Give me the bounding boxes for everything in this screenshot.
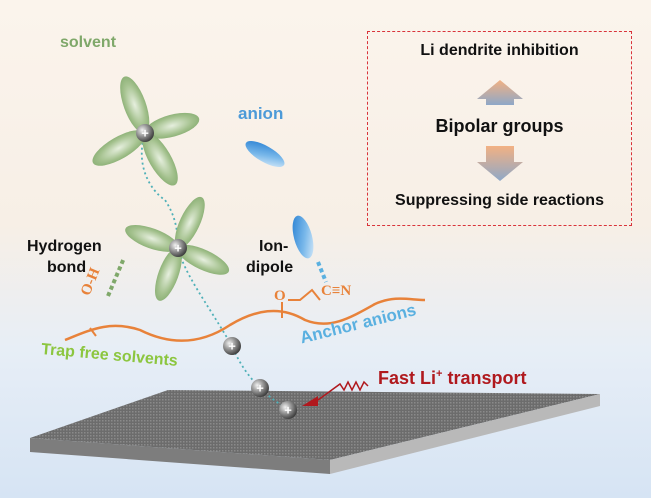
hydrogen-bond-label-line1: Hydrogen <box>27 238 102 255</box>
li-ion: + <box>251 379 269 397</box>
hydrogen-bond-dashes <box>106 257 126 297</box>
hydrogen-bond-label-line2: bond <box>47 259 87 276</box>
ion-dipole-label-line1: Ion- <box>259 238 289 255</box>
effects-box: Li dendrite inhibition Bipolar groups Su… <box>367 31 632 226</box>
li-ion: + <box>223 337 241 355</box>
li-superscript: + <box>436 368 443 380</box>
anion-label: anion <box>238 104 284 123</box>
transport-text: transport <box>442 368 527 388</box>
svg-text:+: + <box>141 126 149 141</box>
up-arrow-icon <box>477 80 523 105</box>
ether-oxygen-label: O <box>274 288 286 304</box>
svg-text:+: + <box>228 339 236 354</box>
bipolar-groups-text: Bipolar groups <box>435 116 564 136</box>
nitrile-label: C≡N <box>321 283 352 299</box>
svg-text:+: + <box>174 241 182 256</box>
svg-text:+: + <box>256 381 264 396</box>
li-transport-path <box>140 132 289 411</box>
nitrile-side-chain <box>281 288 321 318</box>
anion-icon <box>292 215 314 259</box>
oh-side-chain <box>89 327 97 337</box>
fast-li-text: Fast Li <box>378 368 437 388</box>
svg-text:+: + <box>284 403 292 418</box>
solvent-label: solvent <box>60 34 117 51</box>
li-ion: + <box>136 124 154 142</box>
polymer-backbone <box>64 297 426 342</box>
li-dendrite-inhibition-text: Li dendrite inhibition <box>420 42 579 59</box>
electrode-plate <box>30 390 600 474</box>
li-ion: + <box>279 401 297 419</box>
solvent-molecule <box>125 196 230 301</box>
ion-dipole-dashes <box>316 261 328 283</box>
fast-li-transport-label: Fast Li+ transport <box>378 368 526 389</box>
ion-dipole-label-line2: dipole <box>246 259 294 276</box>
li-ion: + <box>169 239 187 257</box>
suppressing-side-reactions-text: Suppressing side reactions <box>395 192 604 209</box>
squiggle-arrow <box>302 380 369 406</box>
solvent-molecule <box>92 76 200 186</box>
anion-icon <box>245 141 285 167</box>
down-arrow-icon <box>477 146 523 181</box>
